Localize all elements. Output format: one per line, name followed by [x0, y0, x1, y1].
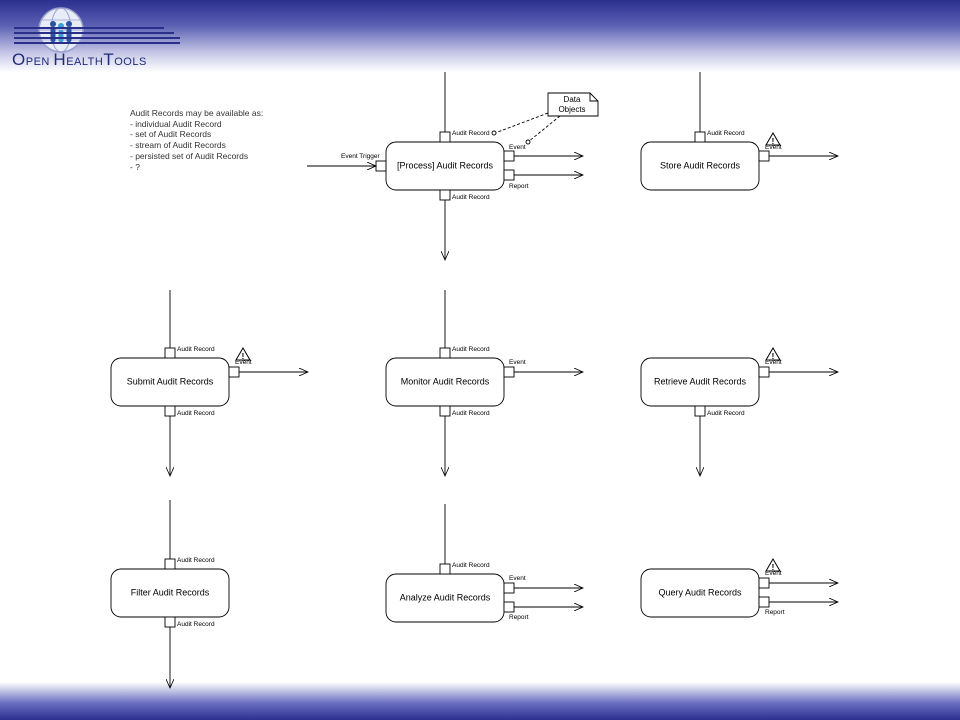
node-label: Analyze Audit Records: [400, 592, 491, 602]
input-port[interactable]: [164, 558, 176, 570]
port-label: Event: [509, 575, 526, 582]
event-port[interactable]: [758, 577, 770, 589]
logo-stripe: [14, 42, 180, 44]
report-port[interactable]: [503, 169, 515, 181]
logo-stripe: [14, 27, 164, 29]
note-line: Audit Records may be available as:: [130, 108, 264, 118]
warning-icon: [765, 132, 781, 146]
header-banner: OPEN HEALTHTOOLS: [0, 0, 960, 72]
event-trigger-port[interactable]: [375, 160, 387, 172]
port-label: Report: [509, 614, 529, 621]
port-label: Event: [765, 359, 782, 366]
node-label: [Process] Audit Records: [397, 160, 494, 170]
node-label: Query Audit Records: [658, 587, 742, 597]
note-line: - stream of Audit Records: [130, 140, 226, 151]
report-port[interactable]: [758, 596, 770, 608]
port-label: Audit Record: [177, 410, 215, 417]
node-label: Retrieve Audit Records: [654, 376, 747, 386]
port-label: Event: [235, 359, 252, 366]
output-port[interactable]: [694, 405, 706, 417]
port-label: Audit Record: [452, 562, 490, 569]
input-port[interactable]: [694, 131, 706, 143]
port-label: Audit Record: [707, 410, 745, 417]
output-port[interactable]: [164, 616, 176, 628]
port-label: Event Trigger: [341, 153, 380, 160]
note-fold: [589, 93, 598, 102]
warning-mark: !: [772, 563, 775, 572]
event-port[interactable]: [758, 366, 770, 378]
warning-icon: [765, 558, 781, 572]
note-connector: [494, 112, 549, 134]
node-label: Monitor Audit Records: [401, 376, 490, 386]
note-anchor: [491, 130, 497, 136]
note-line: - persisted set of Audit Records: [130, 150, 249, 161]
footer-banner: [0, 682, 960, 720]
warning-mark: !: [772, 352, 775, 361]
event-port[interactable]: [758, 150, 770, 162]
note-connector: [527, 115, 561, 143]
note-label: Objects: [558, 105, 585, 114]
warning-icon: [235, 347, 251, 361]
output-port[interactable]: [164, 405, 176, 417]
output-port[interactable]: [439, 405, 451, 417]
port-label: Event: [765, 144, 782, 151]
port-label: Report: [765, 609, 785, 616]
port-label: Audit Record: [177, 346, 215, 353]
note-line: - individual Audit Record: [130, 118, 222, 129]
event-port[interactable]: [503, 366, 515, 378]
port-label: Audit Record: [177, 621, 215, 628]
node-query-box[interactable]: [640, 568, 760, 618]
warning-icon: [765, 347, 781, 361]
event-port[interactable]: [228, 366, 240, 378]
port-label: Event: [509, 359, 526, 366]
port-label: Audit Record: [707, 130, 745, 137]
port-label: Audit Record: [177, 557, 215, 564]
note-anchor: [525, 139, 531, 145]
warning-mark: !: [242, 352, 245, 361]
input-port[interactable]: [439, 347, 451, 359]
note-label: Data: [564, 95, 581, 104]
port-label: Audit Record: [452, 194, 490, 201]
port-label: Event: [765, 570, 782, 577]
input-port[interactable]: [439, 131, 451, 143]
node-label: Store Audit Records: [660, 160, 741, 170]
report-port[interactable]: [503, 601, 515, 613]
output-port[interactable]: [439, 189, 451, 201]
logo-wordmark: OPEN HEALTHTOOLS: [12, 50, 147, 69]
availability-note: Audit Records may be available as: - ind…: [130, 108, 263, 172]
event-port[interactable]: [503, 582, 515, 594]
port-label: Event: [509, 144, 526, 151]
port-label: Report: [509, 183, 529, 190]
warning-mark: !: [772, 137, 775, 146]
logo-stripe: [14, 37, 180, 39]
note-line: - set of Audit Records: [130, 129, 212, 140]
input-port[interactable]: [164, 347, 176, 359]
port-label: Audit Record: [452, 410, 490, 417]
port-label: Audit Record: [452, 346, 490, 353]
node-label: Submit Audit Records: [127, 376, 214, 386]
port-label: Audit Record: [452, 130, 490, 137]
event-port[interactable]: [503, 150, 515, 162]
data-objects-note: [547, 92, 599, 117]
input-port[interactable]: [439, 563, 451, 575]
logo-stripe: [14, 32, 174, 34]
note-line: - ?: [130, 161, 140, 172]
node-label: Filter Audit Records: [131, 587, 210, 597]
